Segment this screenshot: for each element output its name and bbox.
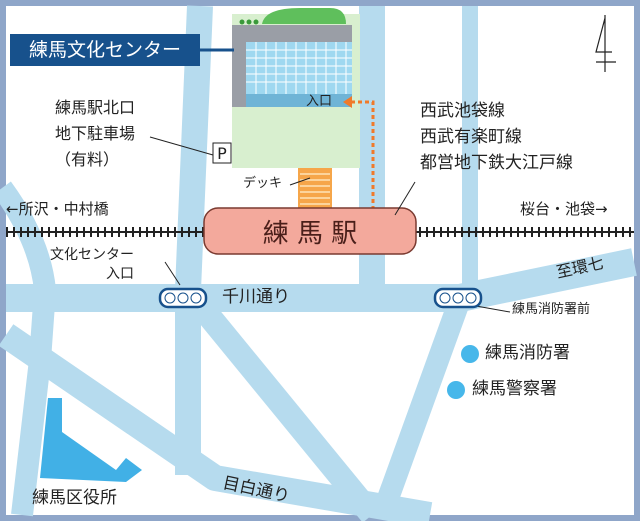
east-direction-label: 桜台・池袋→	[520, 200, 608, 218]
ward-office-building	[40, 398, 142, 482]
parking-icon	[212, 142, 232, 164]
entrance-route-arrow	[352, 100, 375, 252]
fire-station-front-label: 練馬消防署前	[512, 302, 591, 317]
traffic-signal-icon	[158, 287, 208, 309]
police-station-dot	[447, 381, 465, 399]
culture-center-entrance-label: 文化センター 入口	[50, 247, 134, 282]
parking-label: 練馬駅北口 地下駐車場 （有料）	[55, 98, 136, 169]
police-station-label: 練馬警察署	[472, 379, 557, 399]
road-west-vertical	[175, 5, 213, 475]
deck-label: デッキ	[243, 176, 283, 191]
building-roof-greenery	[262, 8, 346, 24]
nerima-station	[203, 207, 417, 255]
diagonal-road-1	[190, 297, 382, 521]
north-arrow-icon	[595, 15, 616, 72]
entrance-label: 入口	[306, 94, 333, 109]
culture-center-label: 練馬文化センター	[10, 34, 200, 66]
line-oedo: 都営地下鉄大江戸線	[420, 153, 573, 173]
senkawa-road-label: 千川通り	[222, 287, 290, 307]
line-seibu-yurakucho: 西武有楽町線	[420, 127, 522, 147]
fire-station-label: 練馬消防署	[485, 343, 570, 363]
svg-text:P: P	[217, 144, 227, 163]
traffic-signal-icon	[433, 287, 483, 309]
deck	[298, 168, 332, 212]
line-seibu-ikebukuro: 西武池袋線	[420, 101, 505, 121]
fire-station-dot	[461, 345, 479, 363]
west-direction-label: ←所沢・中村橋	[6, 200, 109, 218]
railway-lines-label: 西武池袋線 西武有楽町線 都営地下鉄大江戸線	[420, 98, 573, 176]
station-name: 練 馬 駅	[263, 219, 358, 249]
ward-office-label: 練馬区役所	[32, 488, 117, 508]
diagonal-road-2	[371, 301, 469, 519]
